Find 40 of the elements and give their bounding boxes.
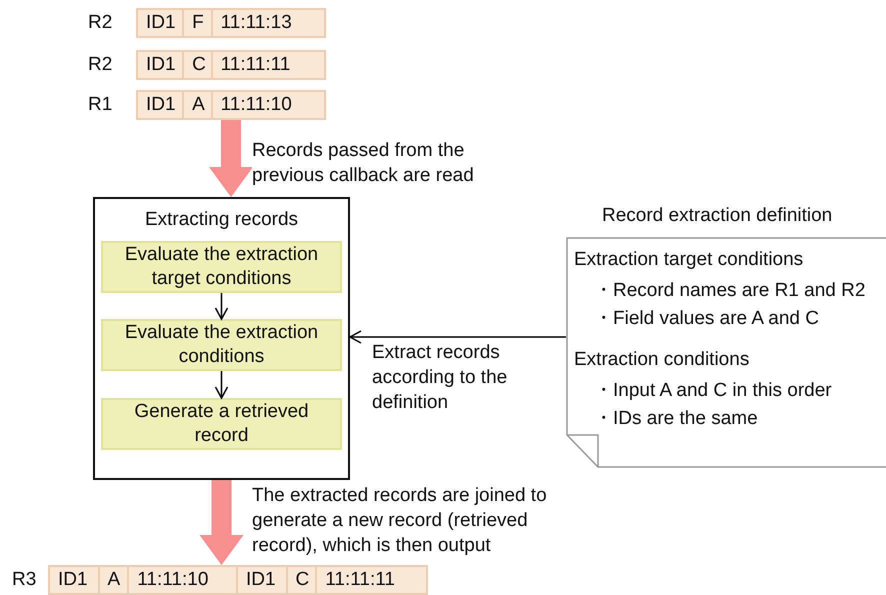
record-row	[48, 565, 428, 595]
field-value: 11:11:11	[220, 53, 292, 77]
block-arrow	[209, 120, 253, 197]
record-row	[136, 90, 326, 120]
record-name: R3	[12, 568, 36, 592]
field-value: C	[288, 567, 318, 593]
process-box: Generate a retrieved record	[101, 398, 342, 450]
record-name: R2	[88, 11, 112, 35]
process-box: Evaluate the extraction target conditions	[101, 241, 342, 293]
field-value: 11:11:13	[220, 11, 293, 35]
process-box: Evaluate the extraction conditions	[101, 319, 342, 371]
arrow	[214, 371, 228, 399]
definition-text: ・Input A and C in this order	[594, 379, 832, 403]
block-arrow	[200, 480, 244, 565]
document-title: Record extraction definition	[602, 205, 832, 227]
field-value: 11:11:11	[324, 568, 396, 592]
field-value: ID1	[238, 567, 288, 593]
definition-text: ・Field values are A and C	[594, 307, 819, 331]
definition-text: Extraction conditions	[574, 349, 750, 371]
field-value: A	[184, 92, 213, 118]
field-value: A	[100, 567, 130, 593]
field-value: ID1	[138, 10, 184, 36]
record-row	[136, 8, 326, 38]
field-value: F	[184, 10, 213, 36]
definition-text: ・Record names are R1 and R2	[594, 279, 866, 303]
field-value: 11:11:10	[220, 93, 293, 117]
definition-text: ・IDs are the same	[594, 407, 758, 431]
process-frame	[93, 197, 350, 480]
record-row	[136, 50, 326, 80]
record-name: R1	[88, 93, 112, 117]
field-value: ID1	[138, 92, 184, 118]
arrow	[349, 330, 566, 344]
record-name: R2	[88, 53, 112, 77]
arrow	[214, 293, 228, 320]
definition-text: Extraction target conditions	[574, 249, 804, 271]
field-value: ID1	[50, 567, 100, 593]
field-value: 11:11:10	[129, 567, 238, 593]
group-title: Extracting records	[144, 209, 300, 231]
field-value: C	[184, 52, 213, 78]
field-value: ID1	[138, 52, 184, 78]
